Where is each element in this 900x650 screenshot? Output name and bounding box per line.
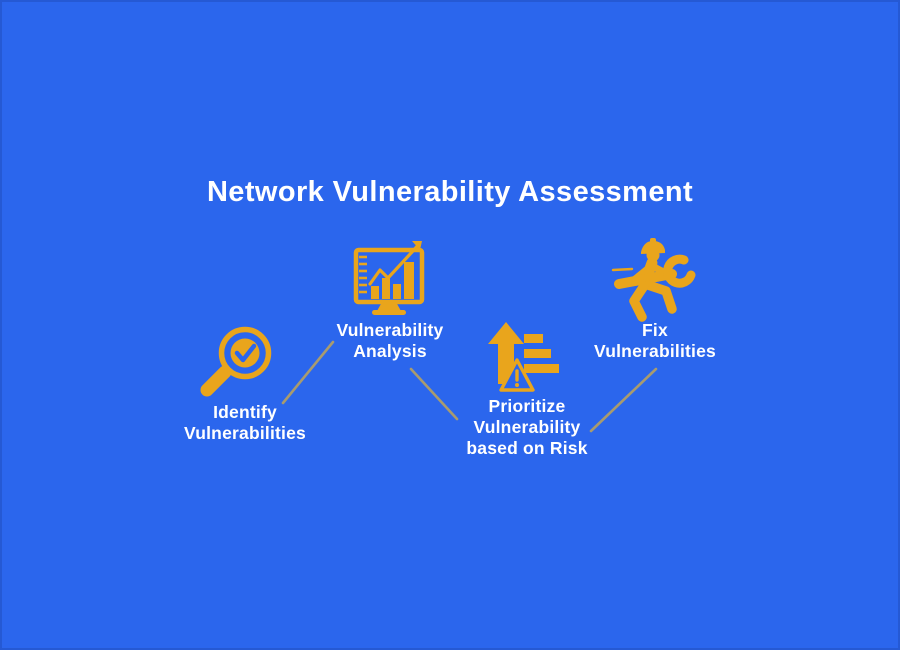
step-analysis-label: Vulnerability Analysis (305, 320, 475, 362)
label-line: Vulnerability (336, 320, 444, 340)
step-identify-vulnerabilities (196, 320, 284, 402)
priority-arrow-warning-icon (488, 322, 559, 392)
label-line: Fix (642, 320, 668, 340)
step-prioritize-label: Prioritize Vulnerability based on Risk (442, 396, 612, 459)
step-identify-label: Identify Vulnerabilities (160, 402, 330, 444)
label-line: Identify (213, 402, 277, 422)
step-fix-label: Fix Vulnerabilities (570, 320, 740, 362)
step-fix-vulnerabilities (608, 238, 700, 322)
label-line: Vulnerabilities (594, 341, 716, 361)
worker-wrench-icon (611, 238, 696, 322)
step-vulnerability-analysis (346, 238, 432, 318)
label-line: based on Risk (466, 438, 588, 458)
page-title: Network Vulnerability Assessment (206, 176, 694, 208)
label-line: Prioritize (488, 396, 566, 416)
label-line: Vulnerabilities (184, 423, 306, 443)
label-line: Analysis (353, 341, 427, 361)
label-line: Vulnerability (473, 417, 581, 437)
step-prioritize-vulnerability (487, 318, 567, 398)
magnifier-check-icon (200, 326, 272, 397)
monitor-chart-icon (353, 241, 425, 315)
